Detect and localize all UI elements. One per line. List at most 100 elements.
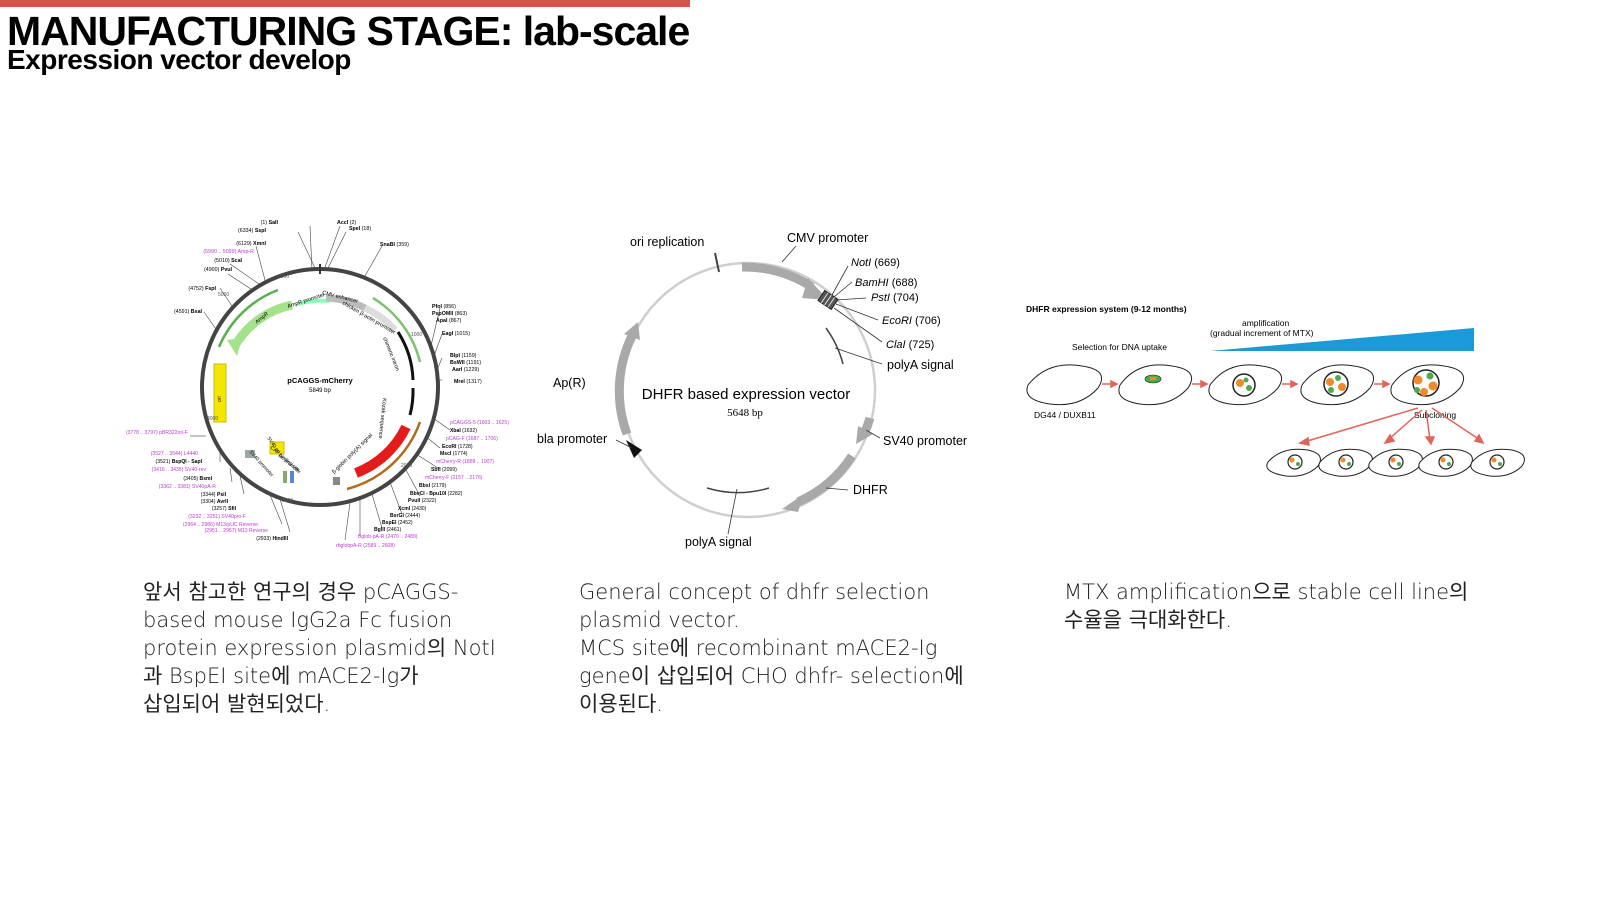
svg-text:(3527 .. 3544) L4440: (3527 .. 3544) L4440 <box>151 451 198 457</box>
tick-label-5000: 5000 <box>218 292 229 298</box>
label-bla-promoter: bla promoter <box>537 432 607 446</box>
svg-text:EcoRI (706): EcoRI (706) <box>882 315 941 327</box>
subclone-3 <box>1368 448 1423 477</box>
amplified-nucleus-1 <box>1232 373 1256 397</box>
svg-text:EcoRI (1728): EcoRI (1728) <box>442 444 473 450</box>
subcloning-label: Subcloning <box>1414 410 1456 420</box>
feature-label-ori: ori <box>217 396 223 402</box>
svg-text:BamHI (688): BamHI (688) <box>855 277 917 289</box>
feature-chicken-actin <box>363 304 398 333</box>
svg-text:BglII (2461): BglII (2461) <box>374 527 401 533</box>
svg-text:PspOMII (863): PspOMII (863) <box>432 311 467 317</box>
apr-arc <box>614 331 638 436</box>
svg-text:MreI (1317): MreI (1317) <box>454 379 482 385</box>
subclone-5 <box>1470 448 1525 477</box>
caption-middle-line: plasmid vector. <box>579 608 740 632</box>
ori-tick <box>714 252 720 273</box>
feature-ori-yellow <box>213 363 227 423</box>
label-ap-r: Ap(R) <box>553 376 586 390</box>
dhfr-vector-title: DHFR based expression vector <box>642 386 850 403</box>
amplified-nucleus-2 <box>1323 371 1349 397</box>
svg-text:AccI (2): AccI (2) <box>337 220 356 226</box>
svg-text:(2964 .. 2986) M13/pUC Reverse: (2964 .. 2986) M13/pUC Reverse <box>183 522 258 528</box>
svg-text:SpeI (18): SpeI (18) <box>349 226 371 232</box>
svg-text:PstI (704): PstI (704) <box>871 292 919 304</box>
feature-kozak <box>408 387 415 416</box>
svg-text:PfoI (856): PfoI (856) <box>432 304 456 310</box>
feature-label-lac: lac promoter <box>277 453 302 476</box>
tick-label-2000: 2000 <box>401 463 412 469</box>
caption-middle: General concept of dhfr selection plasmi… <box>579 578 964 718</box>
svg-text:BbsI (2179): BbsI (2179) <box>419 483 446 489</box>
plasmid1-size: 5849 bp <box>309 388 331 394</box>
mcs-sites: NotI (669) BamHI (688) PstI (704) EcoRI … <box>851 257 941 351</box>
svg-text:mCherry-R (1889 .. 1907): mCherry-R (1889 .. 1907) <box>436 459 494 465</box>
cell-3 <box>1208 364 1282 406</box>
caption-left-line: 과 BspEI site에 mACE2-Ig가 <box>143 664 419 688</box>
gene-insert <box>1150 377 1156 380</box>
system-title: DHFR expression system (9-12 months) <box>1026 304 1187 314</box>
label-cmv-promoter: CMV promoter <box>787 231 868 245</box>
progression-arrows <box>1102 379 1485 446</box>
caption-right-line: MTX amplification으로 stable cell line의 <box>1064 580 1469 604</box>
sv40-promoter-arrowhead <box>856 426 873 444</box>
svg-text:NotI (669): NotI (669) <box>851 257 900 269</box>
amplification-sub: (gradual increment of MTX) <box>1210 328 1314 338</box>
svg-text:(3344) PsiI: (3344) PsiI <box>201 492 227 498</box>
dhfr-arrowhead <box>782 494 804 512</box>
feature-ampr-arrow <box>232 300 294 347</box>
label-dhfr: DHFR <box>853 483 888 497</box>
apr-arrowhead <box>624 322 640 340</box>
feature-ampr-arrowhead <box>227 338 242 356</box>
svg-text:XcmI (2430): XcmI (2430) <box>398 506 427 512</box>
cell-5 <box>1390 364 1464 406</box>
svg-text:(4752) FspI: (4752) FspI <box>188 286 216 292</box>
slide-subtitle: Expression vector develop <box>7 44 351 75</box>
subclone-1 <box>1266 448 1321 477</box>
amplification-label: amplification <box>1242 318 1290 328</box>
svg-text:(3362 .. 3381) SV40pA-R: (3362 .. 3381) SV40pA-R <box>159 484 217 490</box>
mtx-wedge <box>1210 328 1474 351</box>
svg-text:(2951 .. 2967) M13 Reverse: (2951 .. 2967) M13 Reverse <box>205 528 269 534</box>
selection-label: Selection for DNA uptake <box>1072 342 1167 352</box>
feature-small-grey2 <box>333 477 340 485</box>
feature-green-left <box>217 288 279 348</box>
svg-text:rbglobpA-R (2589 .. 2608): rbglobpA-R (2589 .. 2608) <box>336 543 395 549</box>
svg-text:EagI (1015): EagI (1015) <box>442 331 470 337</box>
svg-text:(3405) BsmI: (3405) BsmI <box>183 476 212 482</box>
feature-globin <box>346 421 422 491</box>
sites-lower-right: pCAGGS-5 (1603 .. 1625) XbaI (1632) pCAG… <box>336 420 509 549</box>
dhfr-leader-lines <box>615 245 883 535</box>
caption-middle-line: gene이 삽입되어 CHO dhfr- selection에 <box>579 664 964 688</box>
feature-sv40ori-yellow <box>269 441 285 455</box>
svg-text:(3232 .. 3251) SV40pro-F: (3232 .. 3251) SV40pro-F <box>188 514 246 520</box>
svg-text:(3521) BspQI - SapI: (3521) BspQI - SapI <box>156 459 203 465</box>
feature-label-kozak: Kozak sequence <box>377 398 387 439</box>
svg-text:(3257) SfiI: (3257) SfiI <box>212 506 237 512</box>
svg-text:(5990 .. 5099) Amp-R: (5990 .. 5099) Amp-R <box>203 249 254 255</box>
feature-lac2 <box>290 471 294 483</box>
caption-left-line: 앞서 참고한 연구의 경우 pCAGGS- <box>143 580 459 604</box>
caption-left-line: based mouse IgG2a Fc fusion <box>143 608 453 632</box>
caption-middle-line: MCS site에 recombinant mACE2-Ig <box>579 636 938 660</box>
polya-bottom-arc <box>706 487 770 494</box>
svg-text:PvuII (2322): PvuII (2322) <box>408 498 437 504</box>
plasmid1-backbone <box>200 267 440 507</box>
svg-text:mCherry-F (2157 .. 2176): mCherry-F (2157 .. 2176) <box>425 475 483 481</box>
caption-left-line: 삽입되어 발현되었다. <box>143 692 331 716</box>
svg-text:Bglob-pA-R (2470 .. 2489): Bglob-pA-R (2470 .. 2489) <box>358 534 418 540</box>
svg-text:AarI (1229): AarI (1229) <box>452 367 479 373</box>
svg-text:BbvCI - Bpu10I (2282): BbvCI - Bpu10I (2282) <box>410 491 463 497</box>
svg-text:ClaI (725): ClaI (725) <box>886 339 934 351</box>
cell-row <box>1026 364 1464 406</box>
cell-2 <box>1118 364 1192 406</box>
sites-right: PfoI (856) PspOMII (863) ApaI (867) EagI… <box>432 304 482 385</box>
tick-label-3000: 3000 <box>282 498 293 504</box>
svg-text:pCAG-F (1687 .. 1706): pCAG-F (1687 .. 1706) <box>446 436 498 442</box>
mcs-block <box>817 289 839 311</box>
cell-4 <box>1300 364 1374 406</box>
plasmid1-name: pCAGGS-mCherry <box>287 376 353 385</box>
feature-intron <box>396 331 415 381</box>
title-accent-bar <box>0 0 690 7</box>
svg-text:SbfI (2099): SbfI (2099) <box>431 467 457 473</box>
